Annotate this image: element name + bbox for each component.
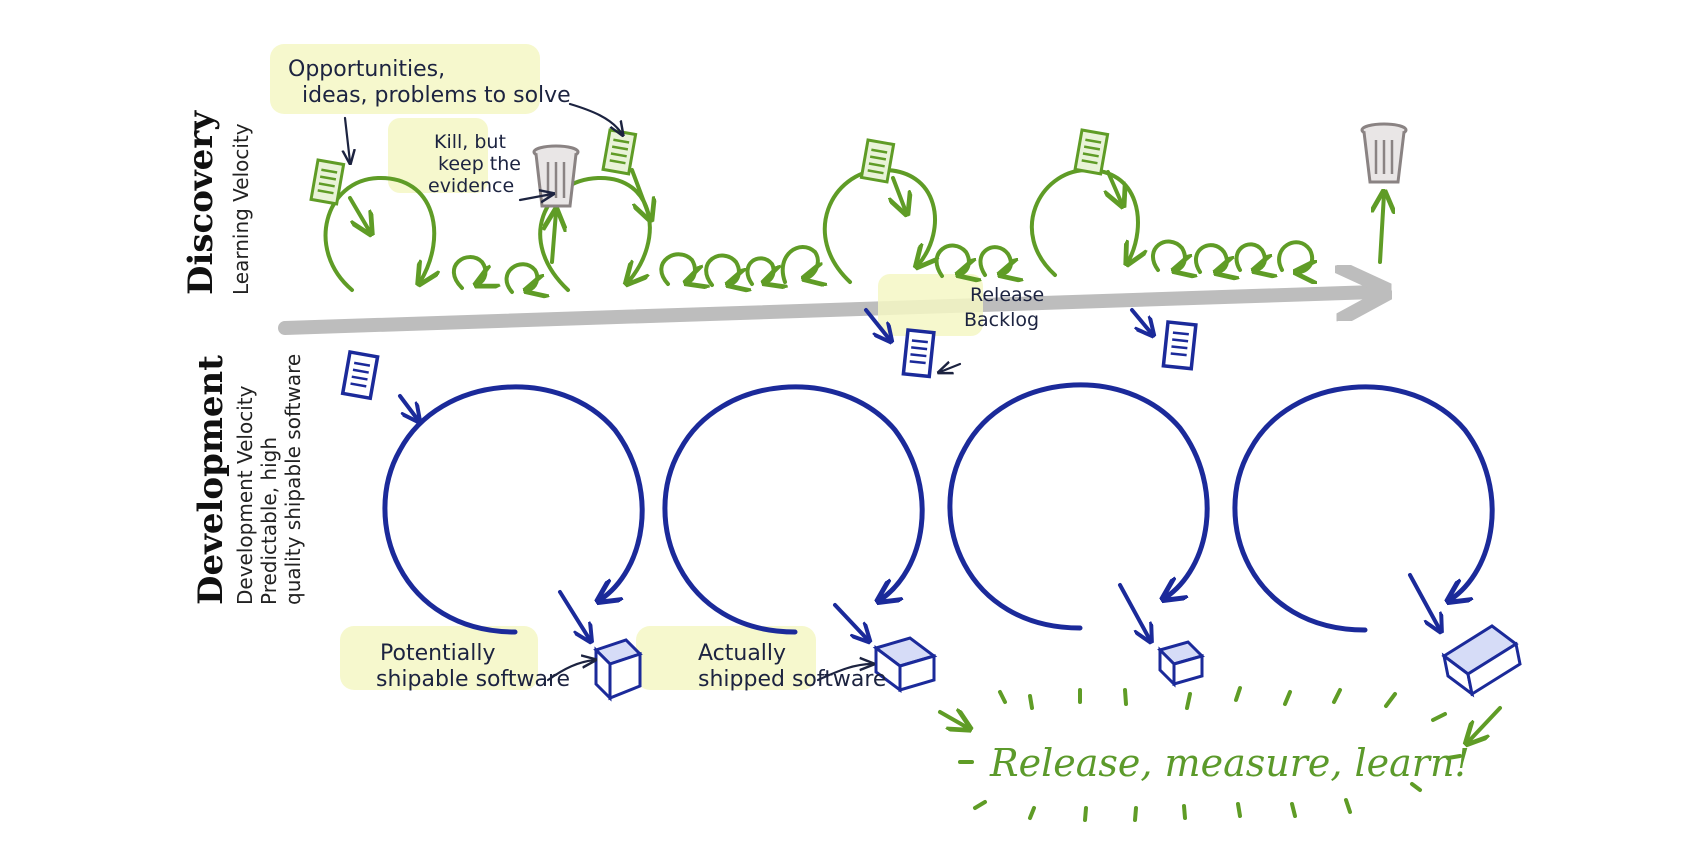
highlight-opportunities (270, 44, 540, 114)
timeline-arrow (278, 292, 1375, 335)
software-box-icon (1157, 640, 1205, 688)
development-subtitle-2: Predictable, high (257, 437, 281, 605)
discovery-loop-2 (538, 175, 652, 292)
discovery-small-loop (451, 255, 486, 290)
opportunities-arrow-left (345, 116, 350, 162)
opportunities-note-line2: ideas, problems to solve (302, 83, 571, 108)
highlight-backlog (878, 274, 983, 336)
software-box-icon (1441, 624, 1522, 698)
to-box-arrow (1408, 573, 1440, 630)
development-title: Development (191, 355, 231, 605)
software-box-icon (872, 636, 938, 693)
backlog-to-loop-arrow (398, 394, 418, 420)
discovery-title: Discovery (181, 110, 221, 295)
release-burst (958, 686, 1462, 822)
potentially-note-line2: shipable software (376, 667, 570, 692)
kill-note-line2: keep the (438, 153, 521, 175)
discovery-small-loop (978, 245, 1010, 275)
to-trash-arrow-2 (1380, 194, 1384, 264)
backlog-card-icon (340, 349, 380, 401)
backlog-card-icon (901, 328, 936, 379)
to-backlog-arrow (1130, 308, 1152, 334)
note-card-icon (859, 138, 896, 184)
release-backlog-line2: Backlog (964, 309, 1039, 331)
opportunities-note-line1: Opportunities, (288, 57, 445, 82)
release-in-arrow-right (1468, 706, 1502, 742)
actually-note-line2: shipped software (698, 667, 886, 692)
idea-to-loop-arrow (630, 168, 650, 218)
discovery-small-loop (659, 252, 695, 284)
discovery-small-loop (1194, 243, 1227, 272)
software-box-icon (593, 638, 643, 702)
development-loop-3 (947, 382, 1210, 631)
kill-note-line3: evidence (428, 175, 514, 197)
highlight-kill (388, 118, 488, 193)
discovery-small-loop (780, 245, 818, 282)
discovery-small-loop (704, 253, 739, 285)
discovery-small-loop (1234, 242, 1265, 270)
release-in-arrow-left (938, 712, 968, 728)
actually-arrow (816, 664, 872, 682)
to-box-arrow (833, 603, 868, 640)
development-subtitle-1: Development Velocity (233, 385, 257, 605)
development-loop-1 (382, 384, 645, 635)
discovery-loop-3 (822, 167, 935, 284)
potentially-note-line1: Potentially (380, 641, 496, 666)
idea-to-loop-arrow (893, 176, 906, 212)
trash-can-icon (1360, 122, 1408, 184)
discovery-loop-4 (1029, 167, 1138, 277)
development-subtitle-3: quality shipable software (281, 354, 305, 605)
to-box-arrow (558, 590, 590, 640)
to-backlog-arrow (864, 308, 890, 340)
kill-arrow (518, 194, 552, 200)
discovery-small-loop (934, 243, 969, 276)
backlog-card-icon (1161, 320, 1198, 371)
idea-to-loop-arrow (348, 196, 370, 232)
release-backlog-line1: Release (970, 284, 1044, 306)
discovery-small-loop (745, 256, 773, 284)
discovery-small-loop (504, 262, 538, 292)
highlight-actually (636, 626, 816, 690)
discovery-loop-1 (323, 175, 435, 292)
actually-note-line1: Actually (698, 641, 786, 666)
discovery-small-loop (1150, 239, 1185, 270)
idea-to-loop-arrow (1108, 170, 1122, 204)
to-box-arrow (1118, 583, 1150, 640)
development-loop-4 (1232, 384, 1495, 633)
discovery-small-loop (1277, 240, 1312, 272)
to-trash-arrow-1 (552, 212, 556, 264)
backlog-arrow (940, 364, 962, 372)
potentially-arrow (546, 660, 594, 682)
note-card-icon (1073, 128, 1110, 176)
development-loop-2 (662, 384, 925, 635)
highlight-potentially (340, 626, 538, 690)
note-card-icon (309, 158, 346, 206)
opportunities-arrow-right (568, 102, 622, 134)
discovery-subtitle: Learning Velocity (229, 123, 253, 295)
kill-note-line1: Kill, but (434, 131, 506, 153)
note-card-icon (601, 128, 638, 176)
release-measure-learn: Release, measure, learn! (989, 741, 1470, 785)
